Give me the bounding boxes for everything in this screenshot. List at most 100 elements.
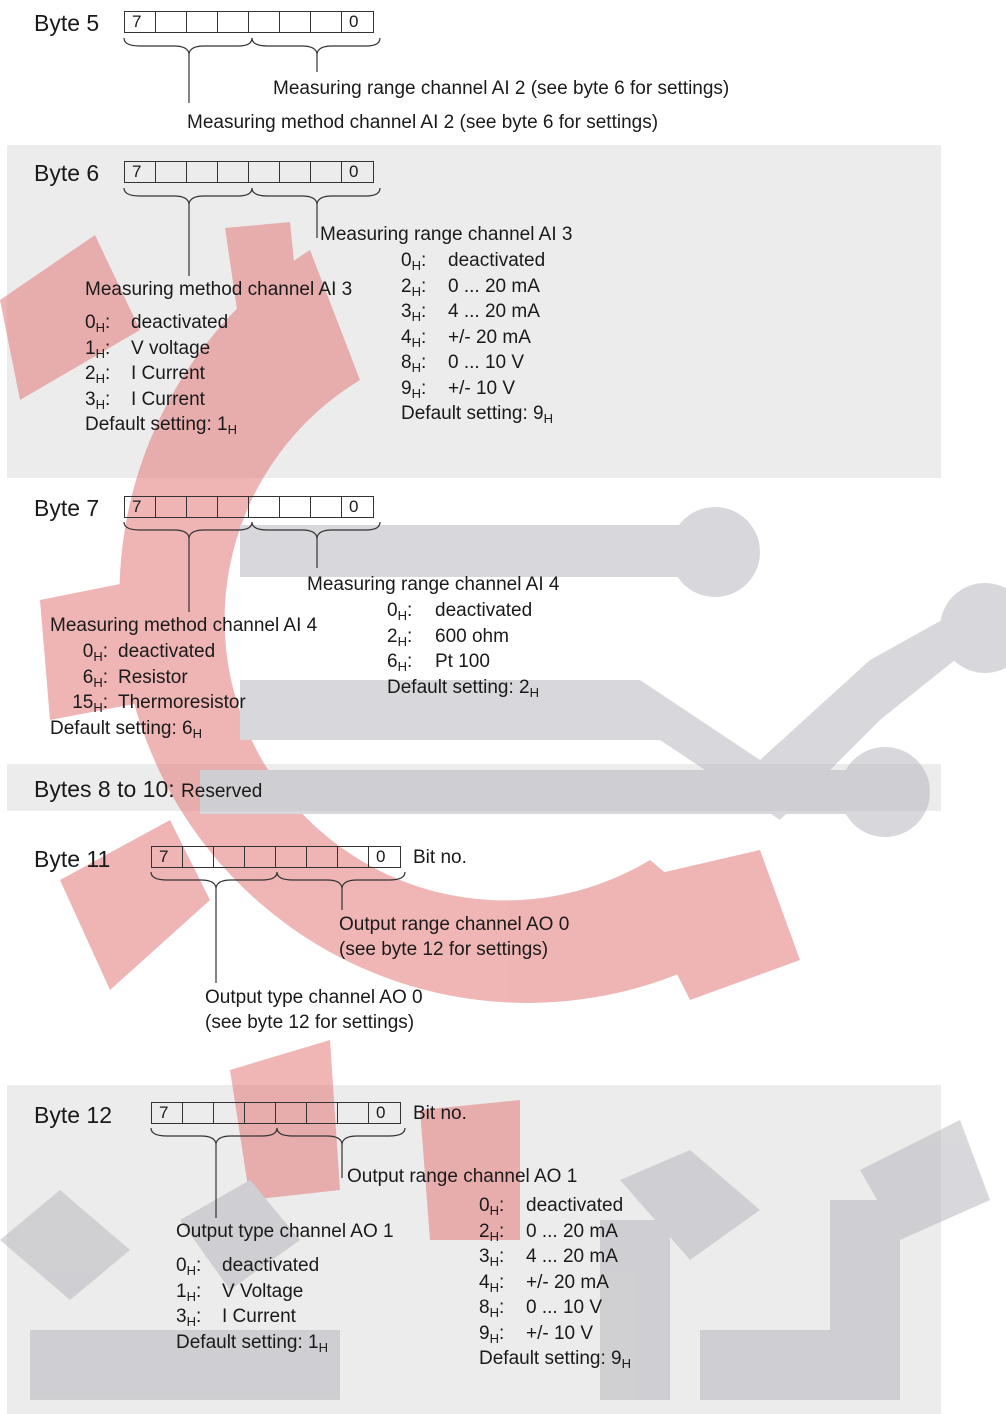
- bit-cell: [214, 1103, 245, 1123]
- bit-cell: [276, 847, 307, 867]
- bit-cell: [156, 497, 187, 517]
- bit-cell: [214, 847, 245, 867]
- default-setting: Default setting: 1H: [176, 1331, 328, 1355]
- default-setting: Default setting: 6H: [50, 717, 202, 741]
- list-item: 0H:deactivated: [176, 1255, 320, 1278]
- byte7-range-list: 0H:deactivated 2H:600 ohm 6H:Pt 100 Defa…: [387, 598, 539, 700]
- byte12-type-title: Output type channel AO 1: [176, 1221, 394, 1242]
- bit-cell: [280, 497, 311, 517]
- bit-7-cell: 7: [125, 497, 156, 517]
- byte5-method-note: Measuring method channel AI 2 (see byte …: [187, 112, 659, 133]
- bit-cell: [156, 12, 187, 32]
- bit-cell: [187, 12, 218, 32]
- byte7-method-title: Measuring method channel AI 4: [50, 615, 318, 636]
- byte6-method-title: Measuring method channel AI 3: [85, 279, 353, 300]
- list-item: 6H:Pt 100: [387, 651, 490, 674]
- byte7-range-title: Measuring range channel AI 4: [307, 574, 560, 595]
- bit-no-label: Bit no.: [413, 1103, 467, 1124]
- list-item: 8H:0 ... 10 V: [401, 352, 525, 375]
- byte6-label: Byte 6: [34, 160, 100, 186]
- bit-0-cell: 0: [376, 847, 386, 866]
- list-item: 15H:Thermoresistor: [72, 692, 246, 715]
- bytes8to10-row: Bytes 8 to 10: Reserved: [34, 776, 262, 803]
- byte11-range-note-2: (see byte 12 for settings): [339, 939, 549, 960]
- bit-0-cell: 0: [349, 12, 359, 31]
- bit-0-cell: 0: [349, 497, 359, 516]
- list-item: 2H:0 ... 20 mA: [479, 1220, 618, 1244]
- list-item: 6H:Resistor: [82, 666, 188, 690]
- byte5-label: Byte 5: [34, 10, 100, 36]
- bit-cell: [280, 162, 311, 182]
- bit-cell: [280, 12, 311, 32]
- bit-cell: [338, 1103, 369, 1123]
- list-item: 0H:deactivated: [401, 250, 546, 273]
- bit-cell: [183, 847, 214, 867]
- byte6-method-list: 0H:deactivated 1H:V voltage 2H:I Current…: [85, 310, 237, 438]
- byte11-range-note-1: Output range channel AO 0: [339, 914, 570, 935]
- byte6-range-title: Measuring range channel AI 3: [320, 224, 573, 245]
- byte12-range-title: Output range channel AO 1: [347, 1166, 578, 1187]
- list-item: 0H:deactivated: [479, 1195, 624, 1218]
- default-setting: Default setting: 2H: [387, 676, 539, 700]
- list-item: 4H:+/- 20 mA: [401, 326, 531, 350]
- list-item: 1H:V voltage: [85, 337, 211, 361]
- bit-7-cell: 7: [152, 847, 183, 867]
- list-item: 3H:I Current: [176, 1306, 296, 1329]
- bit-cell: [245, 1103, 276, 1123]
- byte5-range-note: Measuring range channel AI 2 (see byte 6…: [273, 78, 730, 99]
- byte6-bit-field: 7 0: [124, 161, 374, 183]
- list-item: 3H:I Current: [85, 388, 205, 412]
- bit-cell: [311, 12, 342, 32]
- byte5-bit-field: 7 0: [124, 11, 374, 33]
- bit-cell: [156, 162, 187, 182]
- brace-byte5-high: [123, 37, 253, 55]
- byte12-bit-field: 7 0: [151, 1102, 401, 1124]
- byte7-bit-field: 7 0: [124, 496, 374, 518]
- bit-cell: [307, 847, 338, 867]
- byte12-panel: [7, 1085, 941, 1414]
- byte11-type-note-2: (see byte 12 for settings): [205, 1012, 415, 1033]
- bit-cell: [338, 847, 369, 867]
- list-item: 9H:+/- 10 V: [401, 377, 516, 401]
- list-item: 9H:+/- 10 V: [479, 1322, 594, 1346]
- byte11-label: Byte 11: [34, 846, 111, 872]
- bit-no-label: Bit no.: [413, 847, 467, 868]
- byte7-method-list: 0H:deactivated 6H:Resistor 15H:Thermores…: [50, 639, 246, 741]
- bit-cell: [187, 497, 218, 517]
- bit-cell: [249, 497, 280, 517]
- reserved-value: Reserved: [181, 781, 263, 802]
- list-item: 8H:0 ... 10 V: [479, 1297, 603, 1320]
- list-item: 3H:4 ... 20 mA: [479, 1246, 618, 1269]
- bit-cell: [311, 162, 342, 182]
- bit-0-cell: 0: [349, 162, 359, 181]
- default-setting: Default setting: 9H: [401, 403, 553, 426]
- default-setting: Default setting: 1H: [85, 414, 237, 437]
- list-item: 0H:deactivated: [82, 641, 216, 664]
- list-item: 4H:+/- 20 mA: [479, 1271, 609, 1295]
- bit-cell: [245, 847, 276, 867]
- bit-cell: [218, 12, 249, 32]
- bit-cell: [187, 162, 218, 182]
- byte7-label: Byte 7: [34, 495, 100, 521]
- byte11-type-note-1: Output type channel AO 0: [205, 987, 423, 1008]
- byte6-range-list: 0H:deactivated 2H:0 ... 20 mA 3H:4 ... 2…: [401, 248, 553, 427]
- list-item: 2H:I Current: [85, 363, 205, 386]
- byte11-bit-field: 7 0: [151, 846, 401, 868]
- bit-cell: [249, 162, 280, 182]
- bit-7-cell: 7: [125, 162, 156, 182]
- list-item: 0H:deactivated: [387, 600, 533, 623]
- bit-cell: [183, 1103, 214, 1123]
- bit-7-cell: 7: [152, 1103, 183, 1123]
- list-item: 2H:600 ohm: [387, 625, 509, 649]
- bit-cell: [218, 162, 249, 182]
- bit-cell: [276, 1103, 307, 1123]
- bit-cell: [307, 1103, 338, 1123]
- bit-0-cell: 0: [376, 1103, 386, 1122]
- bytes8to10-label: Bytes 8 to 10:: [34, 776, 175, 802]
- bit-cell: [249, 12, 280, 32]
- list-item: 0H:deactivated: [85, 312, 229, 335]
- brace-byte5-low: [251, 37, 381, 55]
- list-item: 3H:4 ... 20 mA: [401, 301, 540, 324]
- byte12-type-list: 0H:deactivated 1H:V Voltage 3H:I Current…: [176, 1253, 328, 1355]
- byte12-label: Byte 12: [34, 1102, 112, 1128]
